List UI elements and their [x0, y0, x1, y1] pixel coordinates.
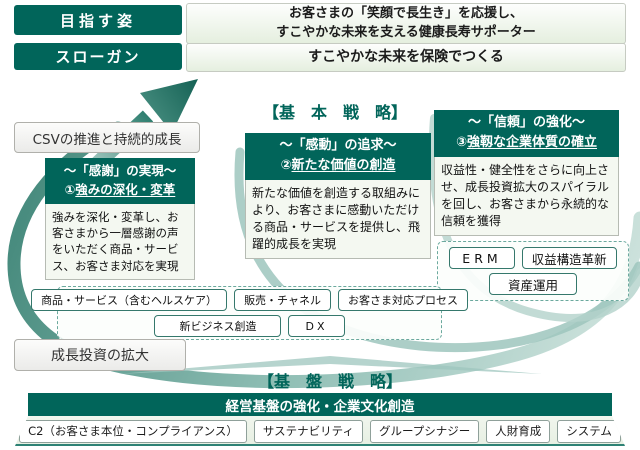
foundation-tag-group-synergy: グループシナジー — [369, 419, 480, 443]
foundation-bar: 経営基盤の強化・企業文化創造 — [28, 393, 612, 416]
vision-text-line2: すこやかな未来を支える健康長寿サポーター — [276, 24, 536, 40]
tag-profit-structure: 収益構造革新 — [521, 247, 617, 269]
strategy-card-3-subtitle: ～「信頼」の強化～ — [467, 115, 585, 130]
field-tags-group: 商品・サービス（含むヘルスケア） 販売・チャネル お客さま対応プロセス 新ビジネ… — [31, 286, 468, 340]
tag-dx: DX — [288, 315, 345, 337]
strategy-card-2-body: 新たな価値を創造する取組みにより、お客さまに感動いただける商品・サービスを提供し… — [245, 180, 431, 260]
strategy-card-2-number: ② — [280, 158, 292, 174]
strategy-card-1: ～「感謝」の実現～ ①強みの深化・変革 強みを深化・変革し、お客さまから一層感謝… — [45, 158, 195, 281]
strategy-card-1-title: 強みの深化・変革 — [75, 182, 176, 198]
vision-text: お客さまの「笑顔で長生き」を応援し、 すこやかな未来を支える健康長寿サポーター — [186, 3, 626, 44]
growth-investment-label: 成長投資の拡大 — [14, 339, 186, 371]
tag-asset-management: 資産運用 — [488, 273, 577, 295]
strategy-card-2: ～「感動」の追求～ ②新たな価値の創造 新たな価値を創造する取組みにより、お客さ… — [245, 133, 431, 260]
strategy-card-3: ～「信頼」の強化～ ③強靱な企業体質の確立 収益性・健全性をさらに向上させ、成長… — [434, 110, 619, 237]
basic-strategy-heading: 【基 本 戦 略】 — [262, 103, 407, 122]
csv-growth-label: CSVの推進と持続的成長 — [14, 122, 200, 153]
vision-text-line1: お客さまの「笑顔で長生き」を応援し、 — [288, 5, 523, 21]
tag-new-business: 新ビジネス創造 — [154, 315, 282, 337]
foundation-tag-sustainability: サステナビリティ — [253, 419, 363, 443]
foundation-tag-c2: C2（お客さま本位・コンプライアンス） — [19, 419, 247, 443]
growth-arrow-head — [140, 79, 198, 133]
strategy-card-2-title: 新たな価値の創造 — [291, 158, 396, 174]
strategy-card-1-number: ① — [64, 182, 76, 198]
strategy-card-2-header: ～「感動」の追求～ ②新たな価値の創造 — [245, 133, 431, 181]
foundation-tag-system: システム — [557, 419, 621, 443]
tag-products-services: 商品・サービス（含むヘルスケア） — [31, 289, 228, 311]
strategy-card-3-number: ③ — [455, 135, 467, 151]
strategy-card-3-title: 強靱な企業体質の確立 — [467, 135, 598, 151]
tag-erm: ERM — [449, 247, 515, 269]
foundation-band-underline — [15, 444, 625, 446]
strategy-card-1-subtitle: ～「感謝」の実現～ — [63, 163, 177, 178]
finance-tags-group: ERM 収益構造革新 資産運用 — [437, 241, 629, 301]
foundation-tag-hr: 人財育成 — [486, 419, 551, 443]
strategy-card-2-subtitle: ～「感動」の追求～ — [279, 138, 397, 153]
vision-label: 目指す姿 — [14, 5, 182, 35]
strategy-card-1-header: ～「感謝」の実現～ ①強みの深化・変革 — [45, 158, 195, 204]
strategy-card-1-body: 強みを深化・変革し、お客さまから一層感謝の声をいただく商品・サービス、お客さま対… — [45, 203, 195, 281]
tag-customer-process: お客さま対応プロセス — [337, 289, 468, 311]
slogan-label: スローガン — [14, 43, 182, 70]
tag-sales-channel: 販売・チャネル — [234, 289, 331, 311]
foundation-strategy-heading: 【基 盤 戦 略】 — [257, 372, 402, 391]
strategy-card-3-header: ～「信頼」の強化～ ③強靱な企業体質の確立 — [434, 110, 619, 158]
slogan-text: すこやかな未来を保険でつくる — [186, 43, 626, 72]
foundation-tags-band: C2（お客さま本位・コンプライアンス） サステナビリティ グループシナジー 人財… — [15, 416, 625, 446]
strategy-card-3-body: 収益性・健全性をさらに向上させ、成長投資拡大のスパイラルを回し、お客さまから永続… — [434, 157, 619, 237]
